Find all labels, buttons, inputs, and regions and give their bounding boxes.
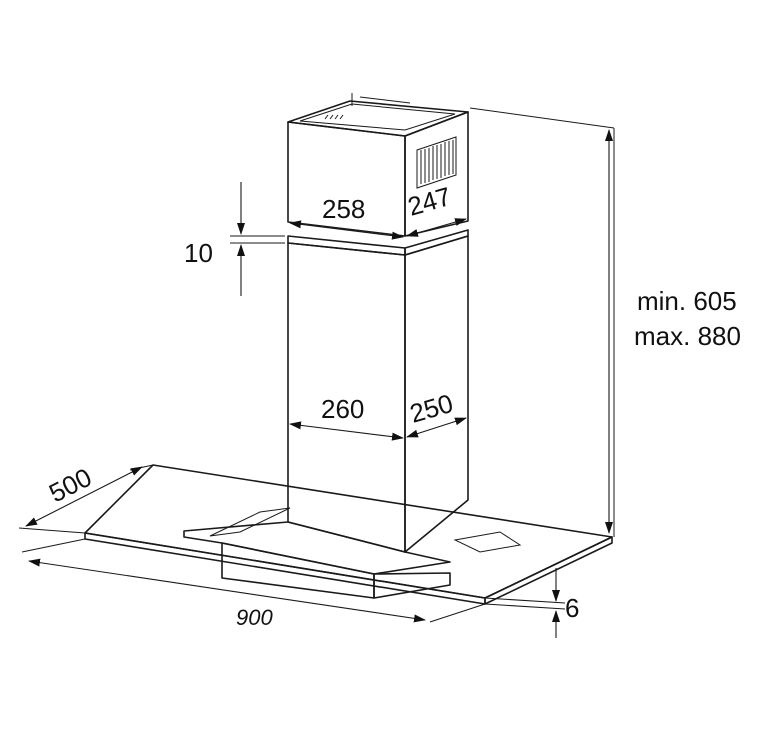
dimension-upper-width	[289, 220, 404, 240]
label-upper-depth: 247	[404, 181, 454, 222]
glass-canopy	[84, 464, 613, 605]
dimension-gap	[230, 182, 285, 296]
label-hood-depth: 500	[44, 462, 96, 508]
label-glass-thickness: 6	[565, 593, 579, 623]
dimension-lower-depth	[406, 417, 467, 438]
label-height-min: min. 605	[637, 286, 737, 316]
label-hood-width: 900	[236, 605, 273, 630]
dimension-lower-width	[289, 421, 404, 441]
chimney-upper-section	[287, 93, 469, 237]
dimension-total-height	[469, 107, 615, 537]
lower-metal-body	[183, 507, 522, 599]
dimension-glass-thickness	[484, 568, 566, 638]
dimension-hood-depth	[18, 464, 154, 534]
label-lower-width: 260	[321, 394, 364, 424]
label-upper-width: 258	[322, 194, 365, 224]
label-lower-depth: 250	[406, 388, 456, 429]
dimension-hood-width	[21, 538, 486, 623]
label-height-max: max. 880	[634, 321, 741, 351]
vent-grille	[416, 136, 457, 189]
dimension-upper-depth	[406, 218, 467, 237]
label-gap: 10	[184, 238, 213, 268]
